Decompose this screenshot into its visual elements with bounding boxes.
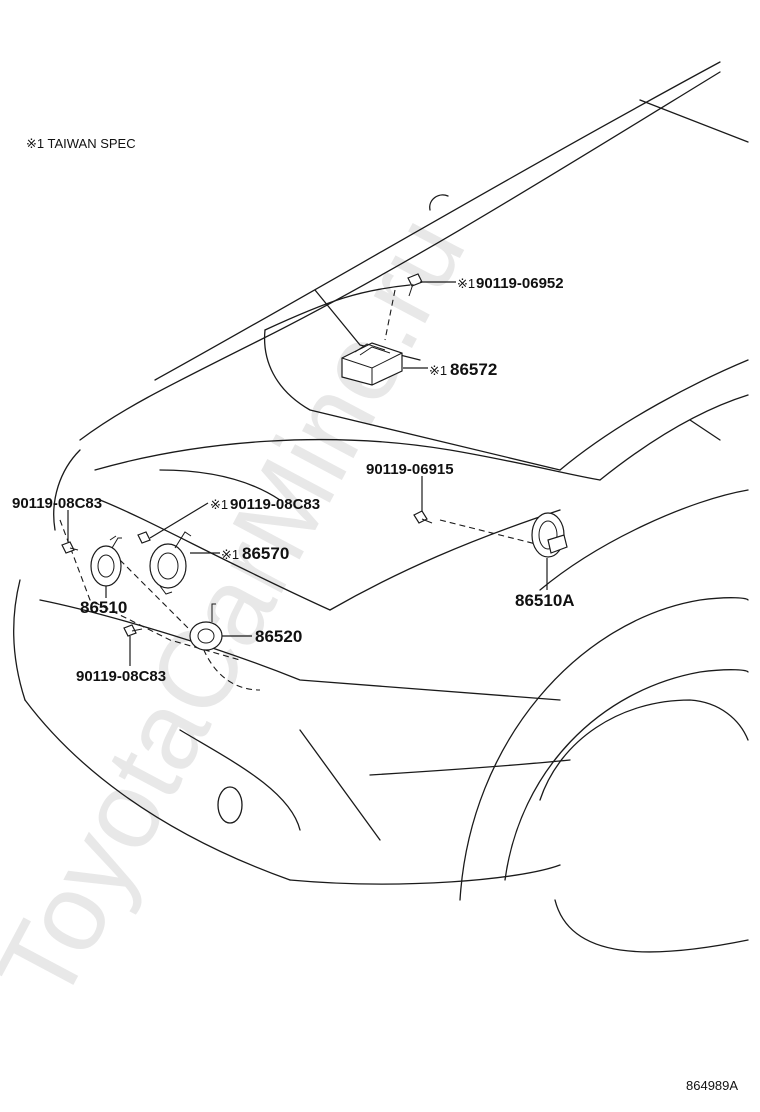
spec-note: ※1 TAIWAN SPEC <box>26 136 136 151</box>
callout-mark-90119-06952: ※1 <box>457 276 475 291</box>
horn-86510a <box>531 512 568 558</box>
horn-86570 <box>149 531 192 595</box>
callout-86572: 86572 <box>450 360 497 379</box>
car-body-outline <box>13 61 749 953</box>
callout-86510a: 86510A <box>515 591 575 610</box>
callout-86570: 86570 <box>242 544 289 563</box>
leader-lines <box>67 281 548 666</box>
horn-86510 <box>90 535 122 587</box>
callout-90119-08c83-left: 90119-08C83 <box>12 495 102 512</box>
callout-mark-90119-08c83-spec: ※1 <box>210 497 228 512</box>
callout-86520: 86520 <box>255 627 302 646</box>
callout-86510: 86510 <box>80 598 127 617</box>
part-86572-housing <box>341 342 403 386</box>
callout-mark-86570: ※1 <box>221 547 239 562</box>
callout-90119-08c83-bottom: 90119-08C83 <box>76 668 166 685</box>
callout-mark-86572: ※1 <box>429 363 447 378</box>
bolt-90119-08c83-left <box>61 541 79 554</box>
bolt-90119-08c83-spec <box>137 531 151 544</box>
bolt-90119-06915 <box>413 510 433 524</box>
watermark-text: ToyotaCarMine.ru <box>0 197 489 1021</box>
callout-90119-06915: 90119-06915 <box>366 461 454 478</box>
callout-90119-08c83-spec: 90119-08C83 <box>230 496 320 513</box>
callout-90119-06952: 90119-06952 <box>476 275 564 292</box>
bolt-90119-08c83-bottom <box>123 624 143 637</box>
diagram-code: 864989A <box>686 1078 738 1093</box>
